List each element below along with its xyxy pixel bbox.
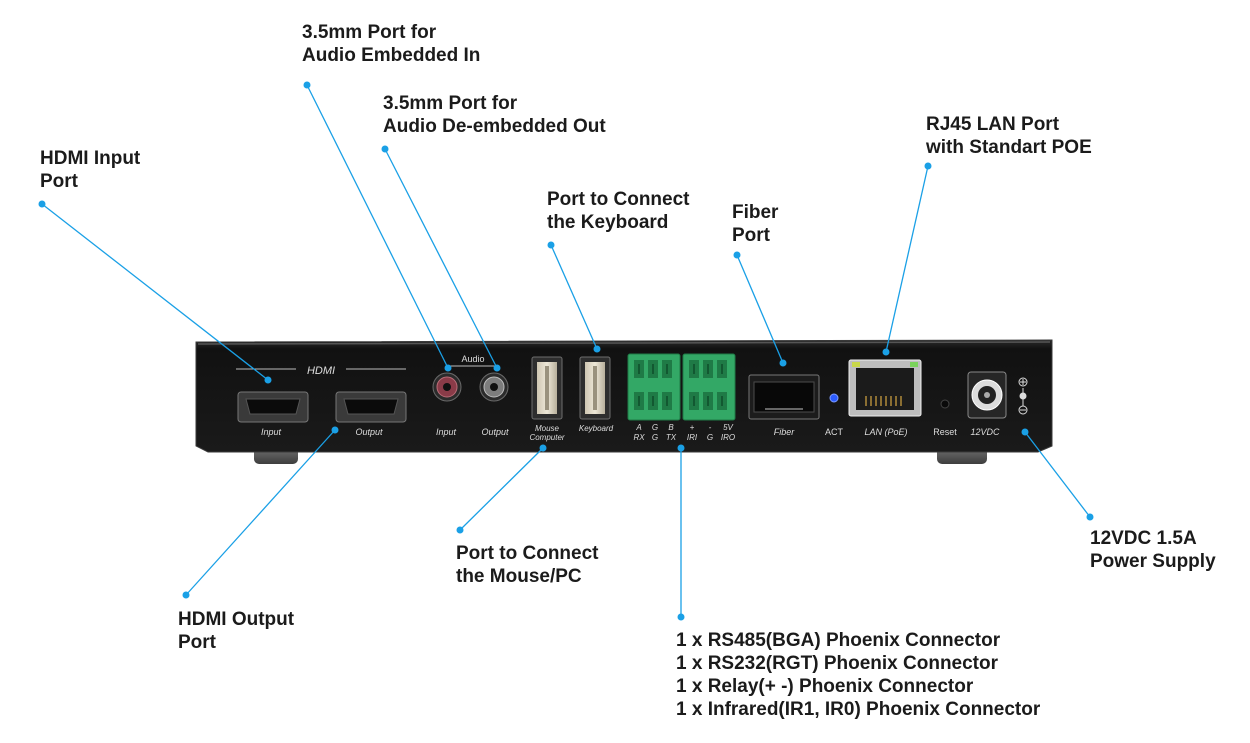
phoenix-pin-bottom-3: TX (666, 433, 677, 442)
callout-line: the Mouse/PC (456, 566, 582, 587)
callout-line: RJ45 LAN Port (926, 114, 1060, 135)
phoenix-pin-top-6: 5V (723, 423, 733, 432)
leader-fiber (733, 251, 787, 367)
callout-line: HDMI Output (178, 609, 295, 630)
callout-line: 3.5mm Port for (383, 93, 518, 114)
callout-keyboard: Port to Connect the Keyboard (547, 188, 690, 234)
usb-mouse-port[interactable] (531, 356, 563, 420)
usb-keyboard-label: Keyboard (579, 424, 614, 433)
leader-keyboard (547, 241, 601, 353)
callout-audio-in: 3.5mm Port for Audio Embedded In (302, 21, 480, 67)
leader-power (1021, 428, 1094, 521)
callout-line: with Standart POE (926, 137, 1092, 158)
callout-line: 3.5mm Port for (302, 22, 437, 43)
lan-label: LAN (PoE) (864, 427, 907, 437)
phoenix-connector-block[interactable] (627, 353, 736, 421)
act-label: ACT (825, 427, 844, 437)
callout-line: 12VDC 1.5A (1090, 528, 1197, 549)
phoenix-pin-top-4: + (690, 423, 695, 432)
rj45-lan-port[interactable] (848, 359, 922, 417)
callout-fiber: Fiber Port (732, 201, 778, 247)
callout-line: Port (178, 632, 216, 653)
callout-line: Port (732, 225, 770, 246)
power-jack[interactable] (967, 371, 1007, 419)
leader-hdmi-input (38, 200, 272, 384)
hdmi-input-label: Input (261, 427, 282, 437)
audio-input-label: Input (436, 427, 457, 437)
callout-line: 1 x Relay(+ -) Phoenix Connector (676, 676, 974, 697)
hdmi-output-port[interactable] (335, 391, 407, 423)
power-label: 12VDC (970, 427, 1000, 437)
callout-line: 1 x RS485(BGA) Phoenix Connector (676, 630, 1001, 651)
leader-audio-in (303, 81, 452, 372)
callout-line: the Keyboard (547, 212, 669, 233)
callout-line: Audio De-embedded Out (383, 116, 606, 137)
phoenix-pin-top-2: G (652, 423, 658, 432)
usb-keyboard-port[interactable] (579, 356, 611, 420)
fiber-sfp-port[interactable] (748, 374, 820, 420)
leader-hdmi-output (182, 426, 339, 599)
callout-line: Port (40, 171, 78, 192)
reset-label: Reset (933, 427, 957, 437)
leader-mouse (456, 444, 547, 534)
act-led (829, 393, 839, 403)
phoenix-pin-top-5: - (709, 423, 712, 432)
leader-rj45 (882, 162, 932, 356)
callout-line: Port to Connect (547, 189, 690, 210)
callout-line: Fiber (732, 202, 779, 223)
callout-hdmi-input: HDMI Input Port (40, 147, 140, 193)
fiber-panel-label: Fiber (774, 427, 796, 437)
polarity-icon (1018, 377, 1028, 415)
callout-hdmi-output: HDMI Output Port (178, 608, 294, 654)
callout-line: 1 x Infrared(IR1, IR0) Phoenix Connector (676, 699, 1041, 720)
callout-line: HDMI Input (40, 148, 141, 169)
callout-line: 1 x RS232(RGT) Phoenix Connector (676, 653, 999, 674)
audio-output-jack[interactable] (479, 372, 509, 402)
callout-line: Port to Connect (456, 543, 599, 564)
usb-mouse-label-2: Computer (529, 433, 564, 442)
leader-phoenix (677, 444, 685, 621)
audio-input-jack[interactable] (432, 372, 462, 402)
device-top-edge (197, 341, 1051, 345)
callout-line: Power Supply (1090, 551, 1216, 572)
callout-audio-out: 3.5mm Port for Audio De-embedded Out (383, 92, 606, 138)
callout-rj45: RJ45 LAN Port with Standart POE (926, 113, 1092, 159)
reset-button[interactable] (940, 399, 950, 409)
phoenix-pin-bottom-2: G (652, 433, 658, 442)
phoenix-pin-top-1: A (635, 423, 641, 432)
leader-audio-out (381, 145, 501, 372)
phoenix-pin-bottom-5: G (707, 433, 713, 442)
callout-line: Audio Embedded In (302, 45, 481, 66)
device-body (195, 339, 1053, 453)
phoenix-pin-top-3: B (668, 423, 674, 432)
phoenix-pin-bottom-1: RX (633, 433, 645, 442)
hdmi-input-port[interactable] (237, 391, 309, 423)
audio-group-label: Audio (461, 354, 484, 364)
audio-output-label: Output (481, 427, 509, 437)
phoenix-pin-bottom-6: IRO (721, 433, 735, 442)
callout-power: 12VDC 1.5A Power Supply (1090, 527, 1216, 573)
hdmi-group-label: HDMI (307, 365, 335, 377)
usb-mouse-label-1: Mouse (535, 424, 560, 433)
phoenix-pin-bottom-4: IRI (687, 433, 698, 442)
hdmi-output-label: Output (355, 427, 383, 437)
callout-mouse: Port to Connect the Mouse/PC (456, 542, 599, 588)
callout-phoenix: 1 x RS485(BGA) Phoenix Connector 1 x RS2… (676, 629, 1040, 721)
